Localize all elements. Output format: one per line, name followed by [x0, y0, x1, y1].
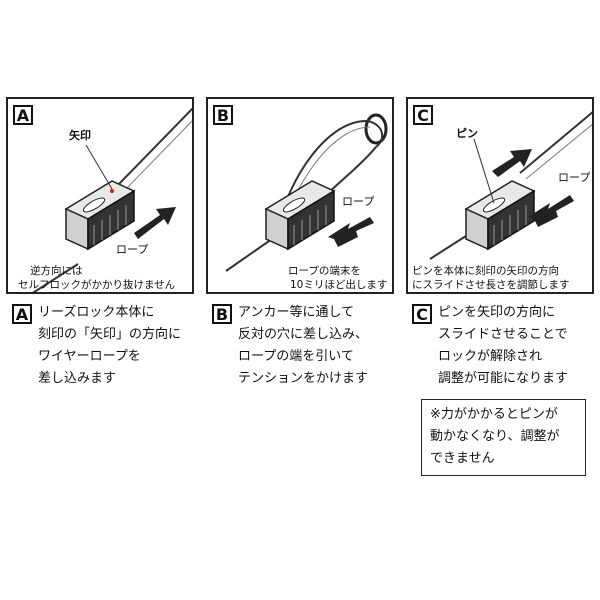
panel-a-illustration — [32, 107, 192, 292]
pin-label: ピン — [456, 127, 478, 140]
panel-b: B ロープ ロープの端末を 10ミリほど出します — [206, 97, 394, 294]
arrow-mark-label: 矢印 — [69, 129, 91, 142]
wire-tail — [225, 238, 273, 272]
panel-c: C ピン ロープ ピンを本体に刻印の矢印の方向 にスライドさせ長さを — [406, 97, 594, 294]
panel-letter-a: A — [13, 105, 33, 125]
description-c-line-2: スライドさせることで — [438, 327, 568, 342]
description-b-line-2: 反対の穴に差し込み、 — [238, 327, 369, 342]
rope-label: ロープ — [116, 243, 149, 256]
note-box: ※力がかかるとピンが 動かなくなり、調整が できません — [421, 399, 586, 476]
description-letter-c: C — [412, 304, 432, 324]
arrow-icon — [134, 207, 176, 239]
panel-b-caption-1: ロープの端末を — [288, 265, 361, 277]
pin-pointer — [473, 138, 495, 204]
panel-c-caption-2: にスライドさせ長さを調節します — [412, 279, 570, 291]
lock-body — [464, 180, 536, 251]
panel-a-caption-2: セルフロックがかかり抜けません — [18, 279, 176, 291]
wire-loop — [277, 119, 384, 230]
description-c-line-4: 調整が可能になります — [438, 371, 569, 386]
note-line-2: 動かなくなり、調整が — [430, 429, 560, 444]
panel-c-illustration — [429, 111, 592, 260]
note-line-1: ※力がかかるとピンが — [430, 407, 558, 422]
description-letter-a: A — [12, 304, 32, 324]
panel-letter-b: B — [213, 105, 233, 125]
description-a-line-2: 刻印の「矢印」の方向に — [38, 327, 182, 342]
wire-rope-upper — [519, 111, 592, 174]
description-c-line-3: ロックが解除され — [438, 349, 543, 364]
rope-arrow-icon — [528, 195, 574, 227]
lock-body — [264, 180, 336, 251]
description-a-line-1: リーズロック本体に — [38, 305, 155, 320]
lock-body — [64, 180, 136, 251]
description-b-line-3: ロープの端を引いて — [238, 349, 354, 364]
wire-rope-upper — [117, 107, 192, 186]
anchor-ring-icon — [364, 113, 388, 145]
panel-a-caption-1: 逆方向には — [30, 265, 83, 277]
description-c-line-1: ピンを矢印の方向に — [438, 305, 556, 320]
description-a-line-4: 差し込みます — [38, 371, 117, 386]
panel-c-caption-1: ピンを本体に刻印の矢印の方向 — [412, 265, 559, 277]
panel-b-illustration — [225, 113, 388, 272]
note-line-3: できません — [430, 451, 495, 466]
pull-arrow-icon — [328, 217, 374, 247]
panel-a: A 矢印 ロープ 逆方向には セルフロックがかかり抜けません — [6, 97, 194, 294]
panel-letter-c: C — [413, 105, 433, 125]
panel-b-caption-2: 10ミリほど出します — [290, 279, 388, 291]
description-b-line-1: アンカー等に通して — [238, 305, 355, 320]
rope-label: ロープ — [342, 195, 375, 208]
description-letter-b: B — [212, 304, 232, 324]
arrow-mark-dot — [110, 189, 114, 193]
slide-arrow-icon — [492, 149, 532, 177]
description-b-line-4: テンションをかけます — [238, 371, 369, 386]
description-a-line-3: ワイヤーロープを — [38, 349, 141, 364]
rope-label: ロープ — [558, 171, 591, 184]
